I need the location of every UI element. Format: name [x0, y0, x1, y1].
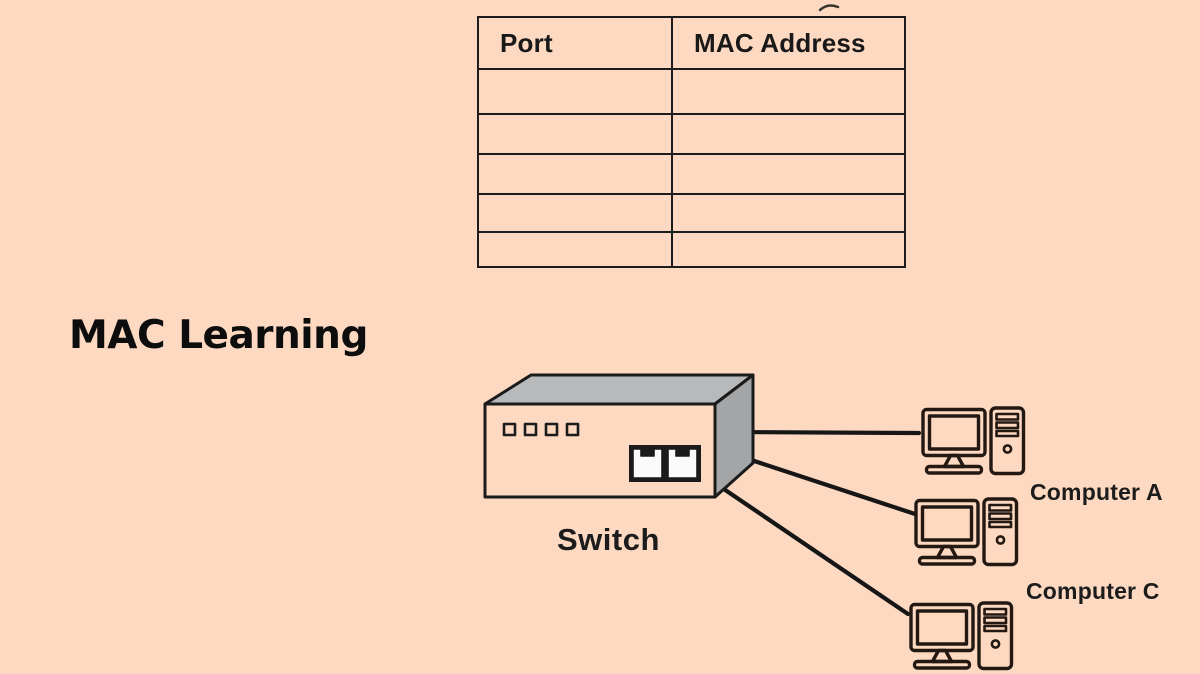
- table-row: [479, 153, 904, 193]
- mac-address-table: Port MAC Address: [477, 16, 906, 268]
- table-row: [479, 68, 904, 113]
- table-header-row: Port MAC Address: [479, 18, 904, 68]
- rj45-port-icon: [629, 445, 701, 482]
- port-cell-empty: [479, 233, 673, 266]
- computer-c-label: Computer C: [1026, 578, 1160, 604]
- mac-address-column-header: MAC Address: [694, 27, 866, 58]
- port-cell-empty: [479, 195, 673, 231]
- switch-top-face: [483, 373, 755, 406]
- link-switch-to-computer-top: [724, 429, 922, 436]
- port-cell-empty: [479, 115, 673, 153]
- table-row: [479, 113, 904, 153]
- port-cell-empty: [479, 155, 673, 193]
- table-row: [479, 231, 904, 266]
- link-switch-to-computer-middle: [724, 449, 918, 517]
- switch-label: Switch: [557, 522, 660, 557]
- page-title: MAC Learning: [69, 313, 368, 358]
- port-cell-empty: [479, 70, 673, 113]
- led-indicator-icon: [502, 422, 580, 437]
- table-row: [479, 193, 904, 231]
- port-column-header: Port: [479, 18, 673, 68]
- rj45-jack-right: [667, 448, 698, 479]
- network-switch-icon: [483, 373, 755, 499]
- rj45-jack-left: [632, 448, 663, 479]
- computer-a-label: Computer A: [1030, 479, 1163, 505]
- pen-mark: [818, 4, 840, 12]
- computer-bottom-icon: [909, 601, 1014, 671]
- computer-middle-icon: [914, 497, 1019, 567]
- computer-top-icon: [921, 406, 1026, 476]
